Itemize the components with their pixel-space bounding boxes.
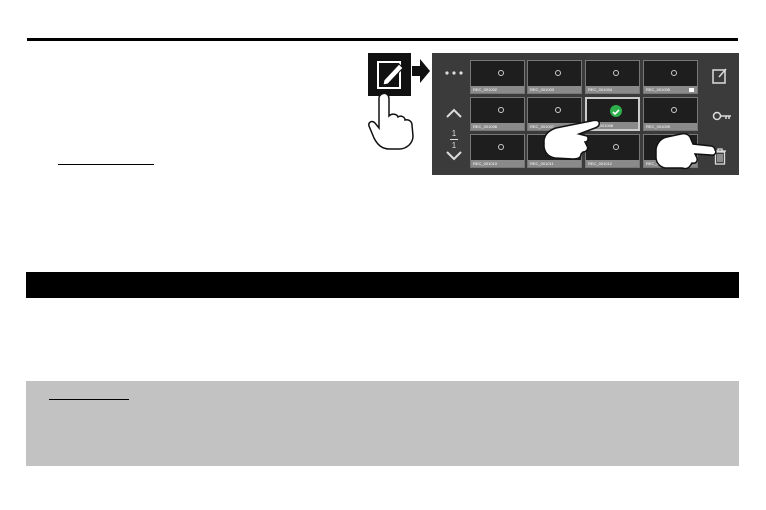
record-icon [613, 70, 619, 76]
recording-thumbnail[interactable]: REC_001005 [643, 60, 698, 94]
pointing-hand-icon [368, 92, 414, 150]
recording-thumbnail[interactable]: REC_001006 [470, 97, 525, 131]
recording-thumbnail[interactable]: REC_001012 [585, 134, 640, 168]
section-header-bar [26, 272, 739, 298]
thumbnail-label: REC_001002 [471, 86, 524, 93]
thumbnail-label: REC_001011 [528, 160, 581, 167]
edit-icon [377, 61, 404, 89]
tapping-hand-icon [543, 120, 600, 160]
record-icon [671, 70, 677, 76]
thumbnail-label: REC_001006 [471, 123, 524, 130]
page-indicator: 1 1 [446, 129, 462, 150]
recording-thumbnail[interactable]: REC_001003 [527, 60, 582, 94]
recording-thumbnail[interactable]: REC_001004 [585, 60, 640, 94]
page-total: 1 [451, 141, 457, 150]
recording-thumbnail[interactable]: REC_001007 [527, 97, 582, 131]
blank-underline [58, 164, 154, 165]
more-icon[interactable] [444, 67, 464, 79]
header-rule [27, 38, 738, 41]
key-icon[interactable] [712, 111, 732, 121]
chevron-down-icon[interactable] [445, 150, 463, 162]
record-icon [498, 70, 504, 76]
note-title-underline [49, 399, 129, 400]
arrow-right-icon [412, 59, 430, 83]
record-icon [613, 144, 619, 150]
recording-thumbnail[interactable]: REC_001010 [470, 134, 525, 168]
chevron-up-icon[interactable] [445, 107, 463, 119]
thumbnail-label: REC_001007 [528, 123, 581, 130]
checkmark-icon [610, 105, 622, 117]
record-icon [498, 144, 504, 150]
thumbnail-label: REC_001010 [471, 160, 524, 167]
thumbnail-label: REC_001005 [644, 86, 697, 93]
record-icon [498, 107, 504, 113]
thumbnail-label: REC_001003 [528, 86, 581, 93]
thumbnail-label: REC_001009 [644, 123, 697, 130]
edit-button-illustration [368, 53, 411, 96]
note-box [26, 381, 739, 466]
recording-thumbnail[interactable]: REC_001002 [470, 60, 525, 94]
record-icon [555, 70, 561, 76]
recording-thumbnail[interactable]: REC_001009 [643, 97, 698, 131]
thumbnail-label: REC_001012 [586, 160, 639, 167]
lock-icon [689, 88, 694, 92]
recording-thumbnail[interactable]: REC_001008 [585, 97, 640, 131]
record-icon [555, 107, 561, 113]
thumbnail-label: REC_001008 [587, 122, 638, 129]
edit-icon[interactable] [712, 67, 728, 84]
record-icon [671, 107, 677, 113]
page-current: 1 [451, 129, 457, 138]
thumbnail-label: REC_001004 [586, 86, 639, 93]
tapping-hand-icon [655, 132, 717, 170]
